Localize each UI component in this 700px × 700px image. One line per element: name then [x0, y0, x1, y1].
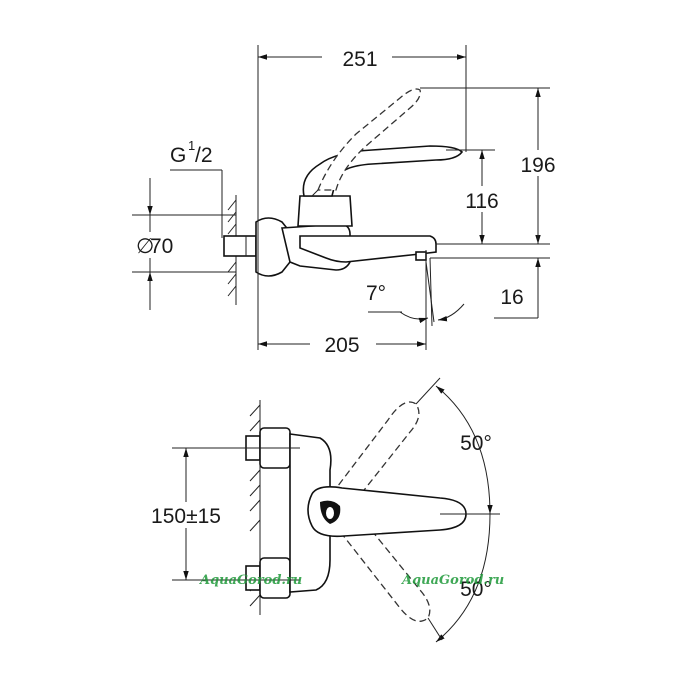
side-view: 251 205 196 116 16 7° ∅ 70 G 1 [132, 44, 566, 357]
dimension-rosette-diameter: 70 [150, 235, 173, 258]
dimension-spout-length: 205 [324, 334, 359, 357]
watermark-left: AquaGorod.ru [198, 573, 302, 588]
rosette [255, 217, 291, 277]
thread-superscript: 1 [188, 138, 195, 153]
dimension-center-distance: 150±15 [151, 505, 221, 528]
diameter-symbol: ∅ [136, 235, 154, 258]
dimension-spout-angle: 7° [366, 282, 386, 305]
lever-handle-front [307, 486, 467, 538]
angle-down-label: 50° [460, 578, 492, 601]
angle-arc-up [435, 385, 493, 515]
pipe-connection [223, 235, 257, 257]
dimension-overall-length: 251 [342, 48, 377, 71]
thread-label: G [170, 144, 186, 167]
front-view: 50° 50° 150±15 [140, 377, 500, 643]
wall-hatching [227, 199, 237, 297]
lever-base [297, 195, 353, 227]
watermark-right: AquaGorod.ru [400, 573, 504, 588]
aerator [415, 251, 427, 261]
angle-up-label: 50° [460, 432, 492, 455]
dimension-lever-height: 116 [465, 190, 498, 213]
dimension-total-height: 196 [520, 154, 555, 177]
lever-raised-position [317, 88, 421, 191]
angle-arc-down [435, 513, 491, 643]
thread-fraction: /2 [195, 144, 213, 167]
dimension-spout-drop: 16 [500, 286, 523, 309]
